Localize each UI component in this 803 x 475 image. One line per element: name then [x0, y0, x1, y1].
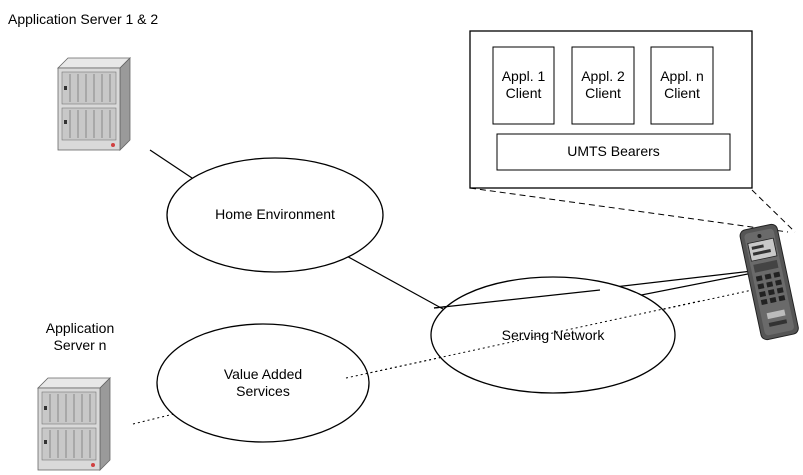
serving-network-ellipse	[430, 276, 676, 394]
dashed-box-phone-left	[469, 187, 789, 233]
home-environment-label: Home Environment	[215, 206, 335, 222]
client-2-line2: Client	[585, 85, 621, 101]
server-rack-icon	[37, 377, 111, 471]
client-n-line1: Appl. n	[660, 68, 704, 84]
server-rack-icon	[57, 57, 131, 151]
value-added-services-ellipse	[156, 323, 370, 443]
app-server-n-line1: Application	[45, 320, 115, 336]
app-server-n-line2: Server n	[53, 337, 107, 353]
value-added-services-label: Value Added Services	[203, 366, 323, 400]
client-2-label: Appl. 2 Client	[572, 68, 634, 102]
client-1-line1: Appl. 1	[501, 68, 546, 84]
dashed-box-phone-right	[751, 189, 796, 233]
value-added-line1: Value Added	[223, 366, 303, 382]
dotted-vas-mobile	[345, 283, 781, 379]
client-1-line2: Client	[505, 85, 542, 101]
dotted-vas-mobile-over	[345, 300, 701, 379]
client-n-label: Appl. n Client	[651, 68, 713, 102]
bearers-box	[496, 133, 731, 171]
client-box-2	[571, 46, 635, 125]
home-environment-ellipse	[166, 157, 384, 273]
serving-network-label: Serving Network	[501, 327, 605, 343]
link-serving-mobile-1-over	[433, 289, 601, 309]
value-added-line2: Services	[236, 383, 290, 399]
app-server-1-2-label: Application Server 1 & 2	[8, 11, 159, 27]
client-box-1	[492, 46, 555, 125]
client-n-line2: Client	[664, 85, 700, 101]
app-server-n-label: Application Server n	[30, 320, 130, 354]
umts-bearers-label: UMTS Bearers	[567, 143, 660, 159]
mobile-phone-icon	[739, 223, 799, 341]
client-box-n	[650, 46, 714, 125]
client-2-line1: Appl. 2	[581, 68, 625, 84]
client-1-label: Appl. 1 Client	[493, 68, 554, 102]
